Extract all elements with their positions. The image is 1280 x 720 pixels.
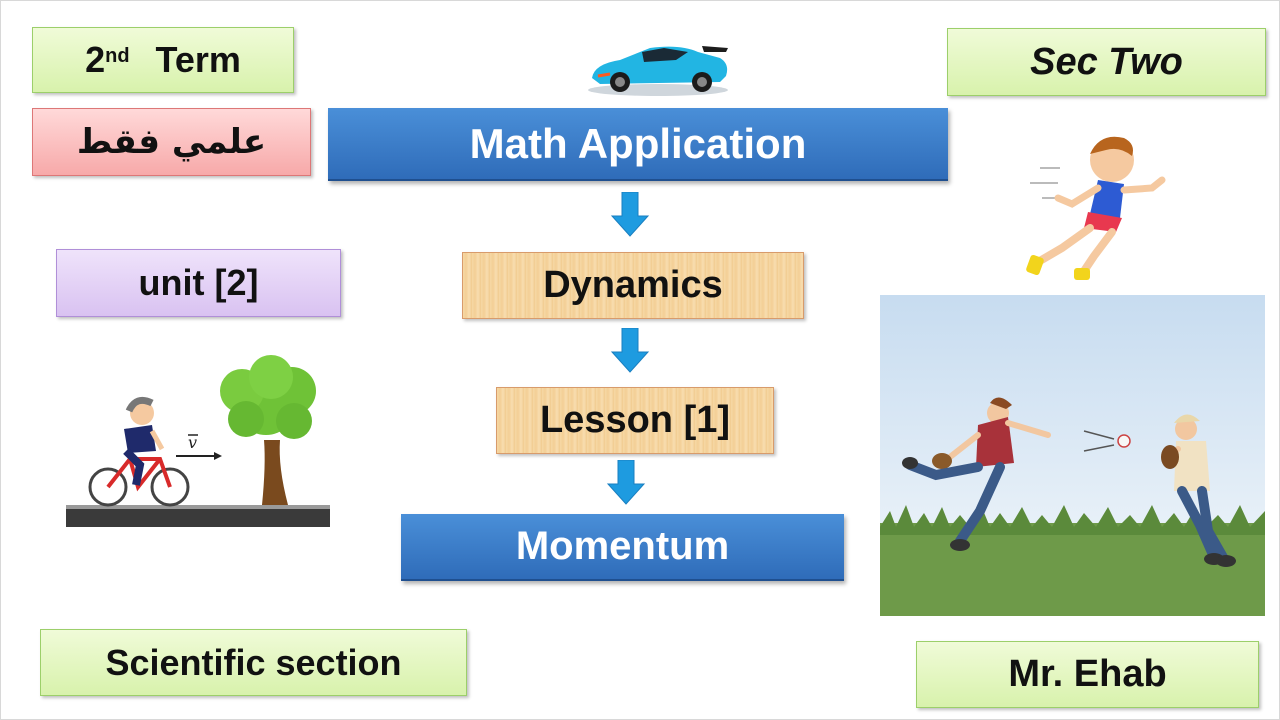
flow-step-dynamics: Dynamics — [462, 252, 804, 319]
down-arrow-icon — [606, 460, 646, 505]
term-suffix: nd — [105, 44, 130, 67]
arabic-label: علمي فقط — [32, 108, 311, 176]
sec-label: Sec Two — [947, 28, 1266, 96]
flow-title: Math Application — [328, 108, 948, 181]
down-arrow-icon — [610, 328, 650, 373]
teacher-label-text: Mr. Ehab — [1008, 653, 1167, 695]
term-word: Term — [155, 39, 241, 80]
term-number: 2 — [85, 39, 106, 80]
section-label: Scientific section — [40, 629, 467, 696]
cyclist-tree-image: v — [66, 355, 330, 527]
unit-label: unit [2] — [56, 249, 341, 317]
velocity-symbol: v — [188, 433, 197, 452]
flow-step-momentum: Momentum — [401, 514, 844, 581]
flow-step-dynamics-text: Dynamics — [543, 264, 723, 306]
unit-label-text: unit [2] — [138, 262, 259, 303]
flow-step-lesson: Lesson [1] — [496, 387, 774, 454]
down-arrow-icon — [610, 192, 650, 237]
section-label-text: Scientific section — [105, 641, 402, 683]
arabic-label-text: علمي فقط — [76, 122, 267, 162]
sec-label-text: Sec Two — [1030, 40, 1183, 83]
flow-step-momentum-text: Momentum — [515, 524, 730, 568]
sports-car-image — [588, 46, 728, 96]
running-boy-image — [1026, 136, 1166, 280]
flow-title-text: Math Application — [469, 119, 807, 167]
baseball-players-image — [880, 295, 1265, 616]
flow-step-lesson-text: Lesson [1] — [539, 399, 731, 441]
teacher-label: Mr. Ehab — [916, 641, 1259, 708]
